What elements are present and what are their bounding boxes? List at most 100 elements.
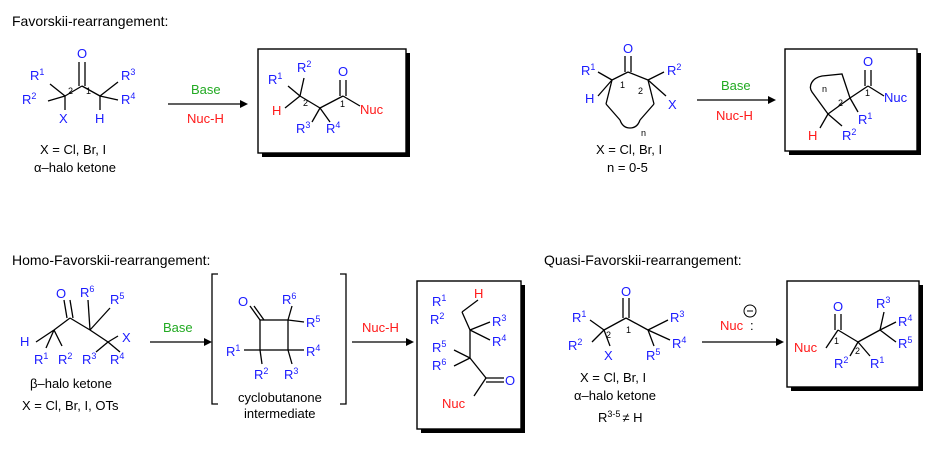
cyclic-carbon-1: 1	[620, 80, 625, 90]
homo-product-r1: R1	[432, 293, 446, 309]
product-oxygen: O	[338, 64, 348, 79]
cyclic-product-carbon-2: 2	[838, 98, 843, 108]
favorskii-cyclic-substrate: O R1 H R2 X 1 2 n	[581, 41, 681, 138]
caption-r-not-hydrogen: R3-5≠ H	[598, 409, 643, 425]
cyclobutanone-intermediate: O R6 R5 R4 R1 R2 R3 cyclobutanone interm…	[211, 273, 347, 421]
quasi-carbon-1: 1	[626, 325, 631, 335]
r1-label: R1	[30, 67, 44, 83]
cyclic-product-h: H	[808, 128, 817, 143]
product-h: H	[272, 103, 281, 118]
cyclic-product-oxygen: O	[863, 54, 873, 69]
quasi-r2: R2	[568, 337, 582, 353]
homo-r6: R6	[80, 284, 94, 300]
homo-product-oxygen: O	[505, 373, 515, 388]
caption-halogens: X = Cl, Br, I	[40, 142, 106, 157]
homo-oxygen: O	[56, 286, 66, 301]
product-nuc: Nuc	[360, 102, 384, 117]
homo-nuc-h-reagent: Nuc-H	[362, 320, 399, 335]
quasi-r5: R5	[646, 347, 660, 363]
caption-intermediate: intermediate	[244, 406, 316, 421]
homo-favorskii-substrate: O H R6 R5 X R1 R2 R3 R4	[20, 284, 131, 367]
cyclic-base-reagent: Base	[721, 78, 751, 93]
quasi-product-nuc: Nuc	[794, 340, 818, 355]
cyclic-x: X	[668, 97, 677, 112]
cyclic-product-ring-size: n	[822, 84, 827, 94]
caption-cyclic-halogens: X = Cl, Br, I	[596, 142, 662, 157]
r4-label: R4	[121, 91, 135, 107]
product-carbon-1: 1	[340, 99, 345, 109]
cyclic-r2: R2	[667, 62, 681, 78]
homo-product-r6: R6	[432, 357, 446, 373]
quasi-product-r4: R4	[898, 313, 912, 329]
intermediate-r6: R6	[282, 291, 296, 307]
homo-product-r4: R4	[492, 333, 506, 349]
intermediate-r3: R3	[284, 366, 298, 382]
cyclic-nuc-h-reagent: Nuc-H	[716, 108, 753, 123]
homo-r1: R1	[34, 351, 48, 367]
reaction-arrow-1: Base Nuc-H	[168, 82, 248, 126]
negative-charge-icon	[743, 304, 757, 318]
oxygen-label: O	[77, 46, 87, 61]
homo-product-r5: R5	[432, 339, 446, 355]
caption-ring-size: n = 0-5	[607, 160, 648, 175]
cyclic-product-r2: R2	[842, 127, 856, 143]
carbon-number-2: 2	[68, 86, 73, 96]
quasi-product-oxygen: O	[833, 299, 843, 314]
quasi-r4: R4	[672, 335, 686, 351]
homo-favorskii-product-box: H R1 R2 R3 R4 R5 R6 O Nuc	[416, 280, 525, 433]
quasi-nuc-reagent: Nuc	[720, 318, 744, 333]
homo-x: X	[122, 330, 131, 345]
cyclic-ring-size: n	[641, 128, 646, 138]
caption-beta-halo-ketone: β–halo ketone	[30, 376, 112, 391]
homo-r3: R3	[82, 351, 96, 367]
heading-quasi-favorskii: Quasi-Favorskii-rearrangement:	[544, 252, 742, 268]
product-r1: R1	[268, 71, 282, 87]
intermediate-r4: R4	[306, 343, 320, 359]
quasi-oxygen: O	[621, 284, 631, 299]
heading-homo-favorskii: Homo-Favorskii-rearrangement:	[12, 252, 210, 268]
quasi-product-r5: R5	[898, 335, 912, 351]
r3-label: R3	[121, 67, 135, 83]
homo-r4: R4	[110, 351, 124, 367]
quasi-product-carbon-2: 2	[855, 346, 860, 356]
quasi-x: X	[604, 348, 613, 363]
quasi-product-r1: R1	[870, 355, 884, 371]
cyclic-oxygen: O	[623, 41, 633, 56]
quasi-r3: R3	[670, 309, 684, 325]
caption-quasi-halogens: X = Cl, Br, I	[580, 370, 646, 385]
product-r4: R4	[326, 120, 340, 136]
x-label: X	[59, 111, 68, 126]
base-reagent: Base	[191, 82, 221, 97]
intermediate-r1: R1	[226, 343, 240, 359]
quasi-product-r2: R2	[834, 355, 848, 371]
reaction-arrow-5: Nuc :	[702, 304, 784, 346]
quasi-product-r3: R3	[876, 295, 890, 311]
quasi-product-carbon-1: 1	[834, 336, 839, 346]
r2-label: R2	[22, 91, 36, 107]
intermediate-r2: R2	[254, 366, 268, 382]
caption-cyclobutanone: cyclobutanone	[238, 390, 322, 405]
intermediate-oxygen: O	[238, 294, 248, 309]
caption-leaving-groups: X = Cl, Br, I, OTs	[22, 398, 119, 413]
reaction-arrow-3: Base	[150, 320, 212, 346]
homo-base-reagent: Base	[163, 320, 193, 335]
homo-r2: R2	[58, 351, 72, 367]
quasi-nuc-lone-pair: :	[750, 318, 754, 333]
homo-product-h: H	[474, 286, 483, 301]
cyclic-product-carbon-1: 1	[865, 88, 870, 98]
caption-quasi-alpha-halo: α–halo ketone	[574, 388, 656, 403]
homo-r5: R5	[110, 291, 124, 307]
favorskii-cyclic-product-box: O Nuc R1 H R2 1 2 n	[784, 48, 921, 155]
homo-product-r2: R2	[430, 311, 444, 327]
cyclic-product-nuc: Nuc	[884, 90, 908, 105]
homo-product-nuc: Nuc	[442, 396, 466, 411]
cyclic-product-r1: R1	[858, 111, 872, 127]
favorskii-acyclic-product-box: O R1 R2 H R3 R4 Nuc 2 1	[257, 48, 410, 157]
reaction-arrow-4: Nuc-H	[352, 320, 414, 346]
quasi-favorskii-substrate: O R1 R2 X R3 R4 R5 2 1	[568, 284, 686, 363]
product-carbon-2: 2	[303, 98, 308, 108]
carbon-number-1: 1	[86, 86, 91, 96]
nuc-h-reagent: Nuc-H	[187, 111, 224, 126]
quasi-carbon-2: 2	[606, 330, 611, 340]
